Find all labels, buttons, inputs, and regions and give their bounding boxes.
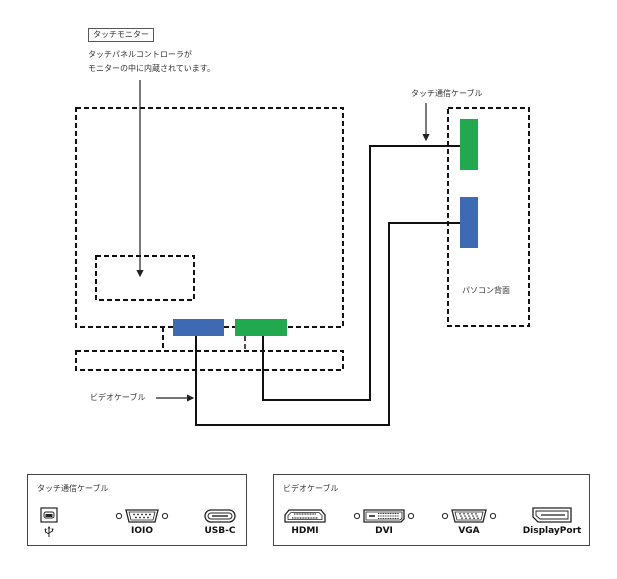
pc-back-outline [447,107,530,327]
pc-video-port [460,197,478,248]
touch-cable-line [262,145,461,401]
pc-back-label: パソコン背面 [462,286,510,295]
vga-icon [441,509,497,523]
displayport-label: DisplayPort [522,526,582,536]
dvi-label: DVI [375,526,393,536]
monitor-video-port [173,319,224,336]
touch-legend-title: タッチ通信ケーブル [37,484,109,493]
video-cable-label: ビデオケーブル [90,393,146,402]
hdmi-icon [284,509,326,523]
usb-c-connector: USB-C [200,509,240,536]
monitor-outline [75,107,344,328]
video-cable-legend: ビデオケーブル HDMI DVI [273,474,590,546]
usb-c-icon [204,509,236,523]
displayport-icon [532,507,572,523]
usb-symbol-icon [44,526,54,537]
serial-connector: IOIO [113,509,171,536]
touch-cable-legend: タッチ通信ケーブル IOIO [27,474,247,546]
usb-b-connector [38,507,60,538]
video-cable-line [195,222,461,426]
dvi-icon [353,509,415,523]
connection-diagram [75,80,530,426]
touch-monitor-tag: タッチモニター [88,28,154,42]
monitor-note-line1: タッチパネルコントローラが [88,50,192,59]
pc-touch-port [460,119,478,170]
hdmi-label: HDMI [291,526,319,536]
serial-db9-icon [115,509,169,523]
dvi-connector: DVI [352,509,416,536]
controller-outline [95,255,195,301]
touch-cable-label: タッチ通信ケーブル [411,89,483,98]
monitor-touch-port [235,319,287,336]
video-legend-title: ビデオケーブル [283,484,339,493]
serial-label: IOIO [131,526,153,536]
monitor-note-line2: モニターの中に内蔵されています。 [88,64,215,73]
vga-connector: VGA [439,509,499,536]
vga-label: VGA [458,526,480,536]
stand-outline [75,350,344,371]
usb-b-icon [40,507,58,523]
hdmi-connector: HDMI [282,509,328,536]
displayport-connector: DisplayPort [520,507,584,536]
usb-c-label: USB-C [204,526,236,536]
